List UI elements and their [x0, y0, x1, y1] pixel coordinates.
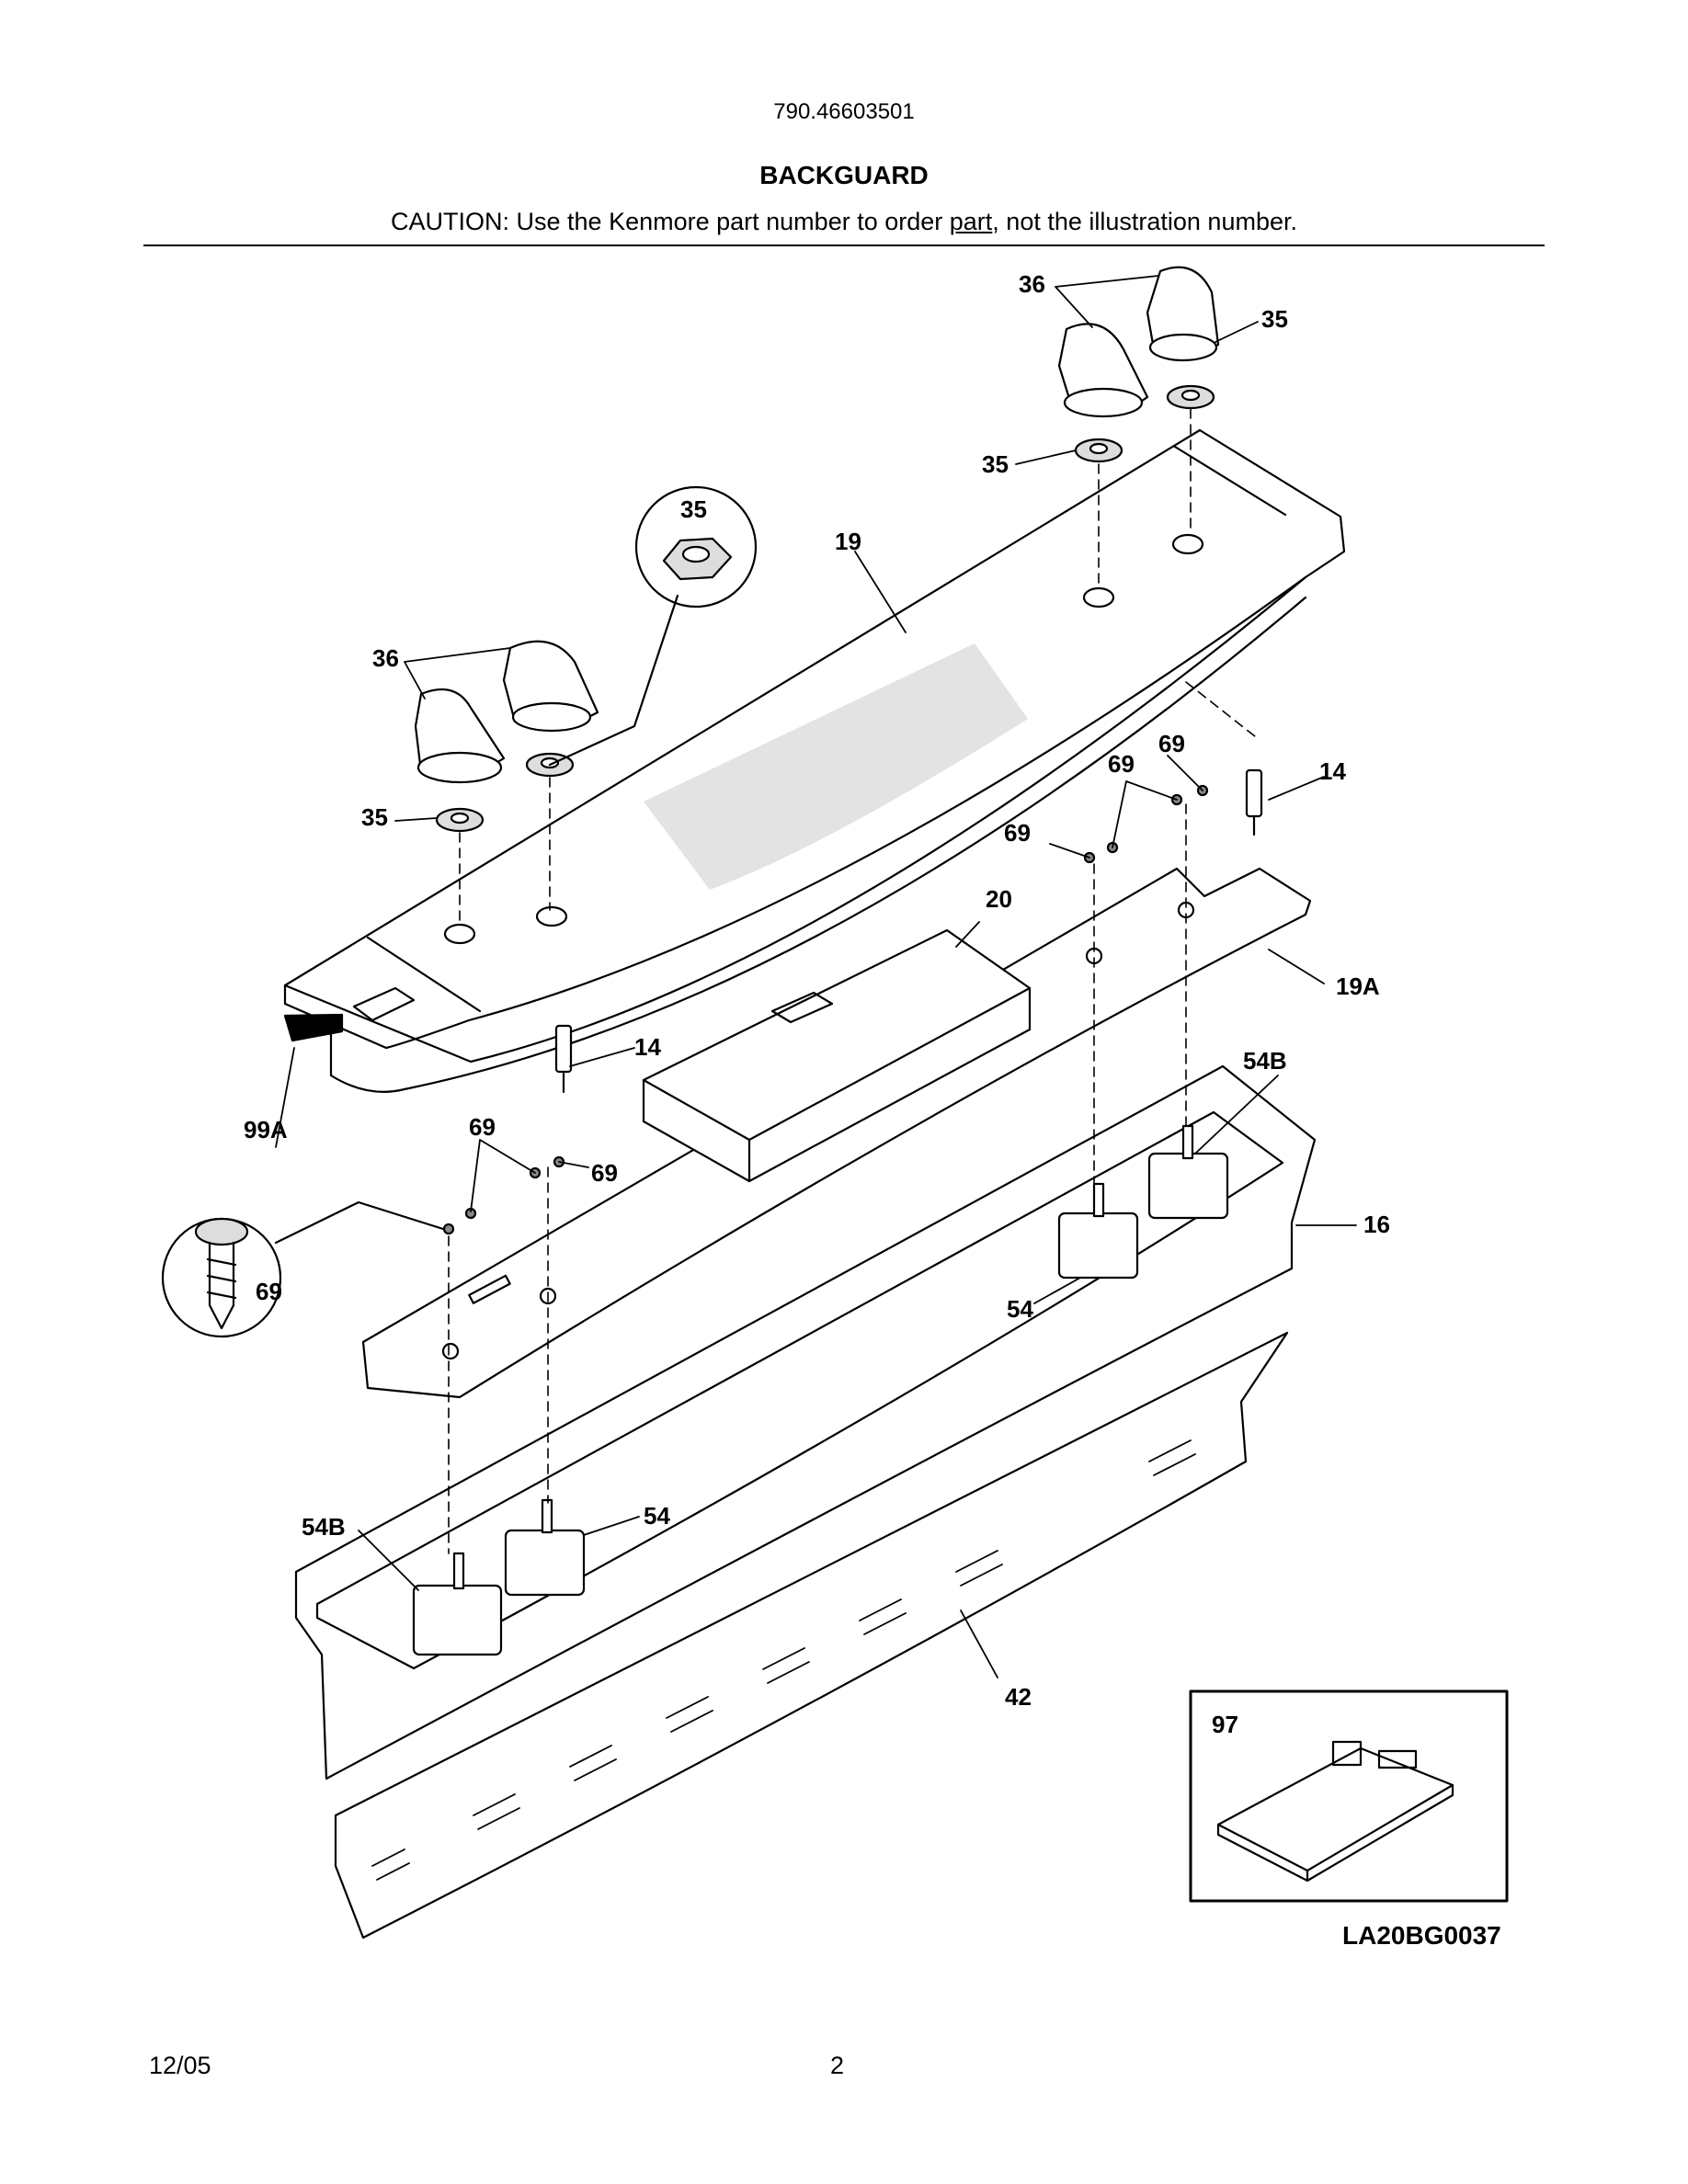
callout-69-inset: 69 — [256, 1278, 282, 1305]
caution-prefix: CAUTION: Use the Kenmore part number to … — [391, 208, 950, 235]
callout-16: 16 — [1363, 1211, 1390, 1238]
knob-36-left-back — [502, 640, 599, 733]
page-number: 2 — [830, 2052, 845, 2079]
callout-35-inset: 35 — [680, 495, 707, 523]
inset-nut-detail — [548, 485, 758, 767]
nut-35-left-lower — [435, 807, 485, 833]
callout-99A: 99A — [244, 1116, 288, 1143]
knob-36-top-right — [1146, 266, 1220, 362]
callout-42: 42 — [1005, 1683, 1032, 1711]
callout-20: 20 — [986, 885, 1012, 913]
callout-54B-right: 54B — [1243, 1047, 1287, 1075]
callout-14-right: 14 — [1319, 757, 1346, 785]
callout-35-top-right: 35 — [1261, 305, 1288, 333]
callout-36-left: 36 — [372, 644, 399, 672]
callout-54-left: 54 — [644, 1502, 670, 1530]
vent-trim-42 — [334, 1331, 1289, 1939]
header-rule — [143, 245, 1545, 246]
callout-36-top: 36 — [1019, 270, 1045, 298]
callout-69-a: 69 — [1108, 750, 1135, 778]
callout-19: 19 — [835, 528, 861, 555]
control-board-97-inset — [1189, 1689, 1509, 1903]
callout-labels: 36 35 35 35 19 36 35 69 69 14 69 20 19A … — [244, 270, 1390, 1738]
overlay-tail-99A — [283, 1013, 344, 1042]
page-title: BACKGUARD — [759, 161, 929, 189]
model-number: 790.46603501 — [773, 99, 915, 124]
callout-54-right: 54 — [1007, 1295, 1033, 1323]
switch-54B-left — [412, 1552, 503, 1656]
callout-97: 97 — [1212, 1711, 1238, 1738]
callout-54B-left: 54B — [302, 1513, 346, 1541]
lamp-holder-14-right — [1245, 768, 1263, 836]
inset-screw-detail — [161, 1200, 445, 1338]
callout-69-e: 69 — [591, 1159, 618, 1187]
display-window — [644, 643, 1028, 890]
callout-19A: 19A — [1336, 973, 1380, 1000]
switch-54B-right — [1147, 1124, 1229, 1220]
switch-54-right — [1057, 1182, 1139, 1280]
nut-35-top-right — [1166, 384, 1215, 410]
drawing-code: LA20BG0037 — [1342, 1921, 1501, 1950]
knob-36-top-left — [1057, 323, 1149, 418]
caution-text: CAUTION: Use the Kenmore part number to … — [0, 208, 1688, 236]
leader-lines — [275, 275, 1357, 1678]
callout-69-d: 69 — [469, 1113, 496, 1141]
switch-54-left — [504, 1498, 586, 1597]
caution-part-word: part — [949, 208, 993, 235]
callout-35-left: 35 — [361, 803, 388, 831]
lamp-holder-14-left — [554, 1024, 573, 1094]
caution-suffix: , not the illustration number. — [992, 208, 1297, 235]
callout-35-top-mid: 35 — [982, 450, 1009, 478]
callout-69-b: 69 — [1158, 730, 1185, 757]
callout-69-c: 69 — [1004, 819, 1031, 847]
nut-35-top-mid — [1074, 438, 1123, 463]
knob-36-left-front — [414, 688, 506, 784]
electronic-control-20 — [642, 928, 1032, 1183]
callout-14-left: 14 — [634, 1033, 661, 1061]
alignment-lines — [448, 408, 1260, 1554]
footer-date: 12/05 — [149, 2052, 211, 2079]
